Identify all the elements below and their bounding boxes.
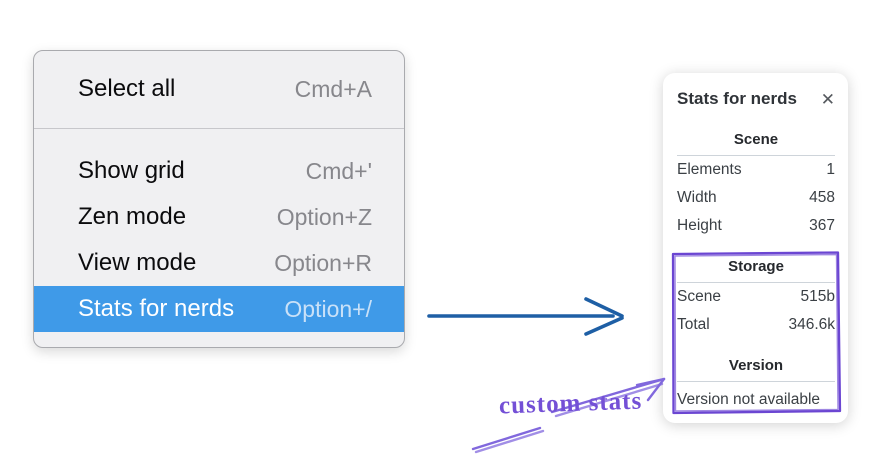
section-divider <box>677 381 835 382</box>
menu-item-shortcut: Cmd+A <box>294 75 372 102</box>
blue-arrow <box>427 297 624 336</box>
stat-label: Scene <box>677 288 721 305</box>
stat-row-total-size: Total 346.6k <box>677 311 835 339</box>
section-storage: Storage Scene 515b Total 346.6k <box>677 258 835 339</box>
stat-value: 515b <box>800 288 835 305</box>
stat-label: Total <box>677 316 710 333</box>
stat-value: 367 <box>809 217 835 234</box>
stat-label: Width <box>677 189 717 206</box>
menu-item-shortcut: Option+R <box>274 249 372 276</box>
section-heading-storage: Storage <box>728 258 784 275</box>
section-divider <box>677 155 835 156</box>
stat-row-width: Width 458 <box>677 184 835 212</box>
version-note: Version not available <box>677 391 821 408</box>
section-heading-version: Version <box>728 357 784 374</box>
panel-title: Stats for nerds <box>677 89 797 108</box>
annotation-custom-stats: custom stats <box>498 387 643 420</box>
menu-item-label: View mode <box>78 249 197 276</box>
stat-value: 346.6k <box>788 316 835 333</box>
stat-value: 1 <box>826 161 835 178</box>
menu-item-label: Show grid <box>78 157 185 184</box>
stat-value: 458 <box>809 189 835 206</box>
menu-item-label: Stats for nerds <box>78 295 235 322</box>
menu-item-view-mode[interactable]: View mode Option+R <box>34 240 404 286</box>
stat-row-elements: Elements 1 <box>677 156 835 184</box>
menu-divider <box>34 128 404 129</box>
menu-item-label: Zen mode <box>78 203 187 230</box>
menu-item-select-all[interactable]: Select all Cmd+A <box>34 63 404 115</box>
context-menu: Select all Cmd+A Show grid Cmd+' Zen mod… <box>33 50 405 348</box>
stat-label: Height <box>677 217 722 234</box>
menu-item-shortcut: Option+Z <box>276 203 372 230</box>
menu-item-shortcut: Option+/ <box>284 295 372 322</box>
stats-panel-header: Stats for nerds ✕ <box>677 87 835 111</box>
menu-item-stats-for-nerds[interactable]: Stats for nerds Option+/ <box>34 286 404 332</box>
stat-row-height: Height 367 <box>677 212 835 240</box>
menu-item-label: Select all <box>78 75 176 102</box>
section-heading-scene: Scene <box>733 131 779 148</box>
stat-row-scene-size: Scene 515b <box>677 283 835 311</box>
stat-label: Elements <box>677 161 742 178</box>
menu-item-zen-mode[interactable]: Zen mode Option+Z <box>34 194 404 240</box>
menu-item-shortcut: Cmd+' <box>305 157 372 184</box>
section-version: Version Version not available <box>677 357 835 414</box>
menu-item-show-grid[interactable]: Show grid Cmd+' <box>34 148 404 194</box>
close-icon[interactable]: ✕ <box>820 89 835 109</box>
section-scene: Scene Elements 1 Width 458 Height 367 <box>677 131 835 240</box>
stats-panel: Stats for nerds ✕ Scene Elements 1 Width… <box>663 73 848 423</box>
